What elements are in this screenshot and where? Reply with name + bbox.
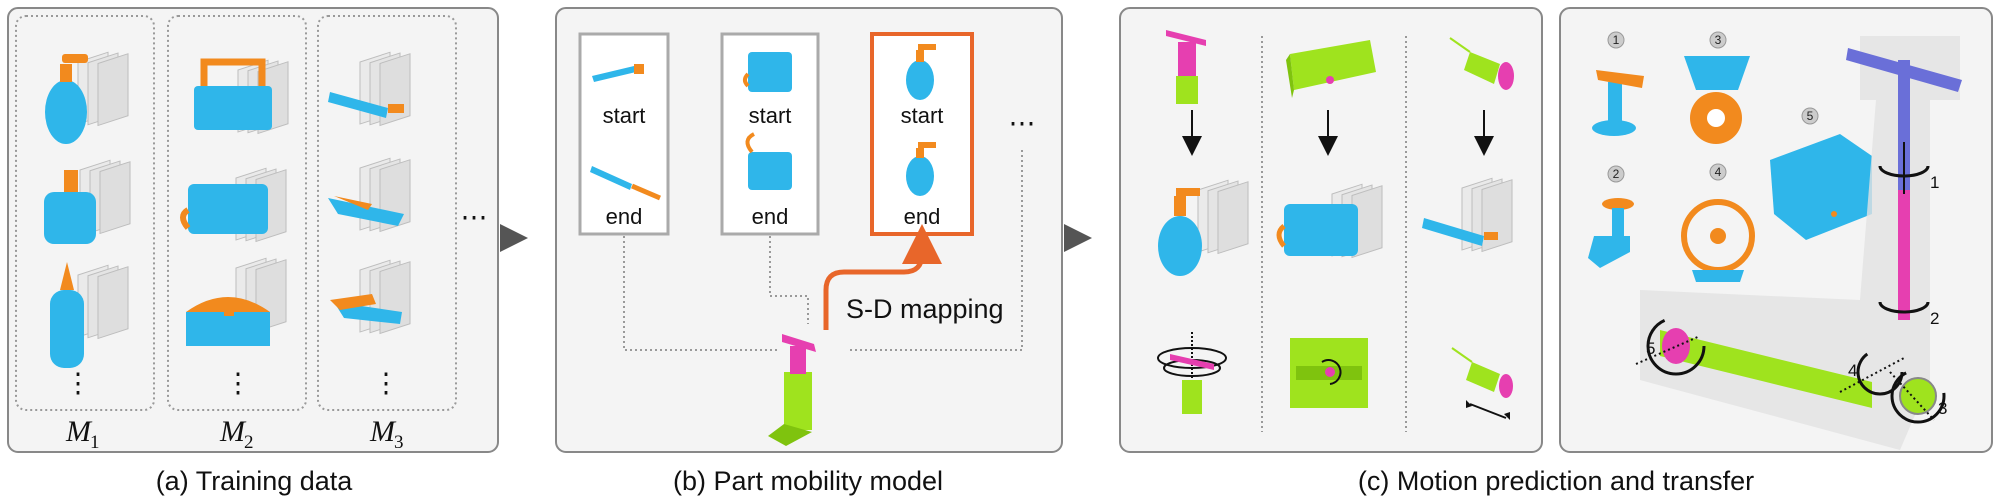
pair-end-label: end (904, 204, 941, 229)
chest-icon (186, 257, 287, 346)
basket-icon (180, 167, 287, 243)
scooter-label-5: 5 (1646, 339, 1655, 358)
vdots-m3: ⋮ (373, 368, 400, 398)
svg-text:M: M (219, 415, 247, 448)
drawer-icon (1286, 40, 1376, 98)
valve-faucet-icon (1588, 198, 1634, 268)
faucet-icon (768, 334, 816, 446)
panel-motion-transfer: 1 3 5 2 4 (1559, 7, 1993, 453)
connector-ellipsis (848, 150, 1023, 351)
knife-icon (328, 157, 411, 233)
badge-3: 3 (1709, 31, 1727, 49)
svg-text:M: M (65, 415, 93, 448)
model-group-m2 (167, 15, 307, 411)
svg-text:4: 4 (1715, 165, 1722, 179)
soap-end-icon (906, 142, 936, 196)
basket-icon (1276, 183, 1383, 259)
vdots-m1: ⋮ (65, 368, 92, 398)
pair-end-label: end (606, 204, 643, 229)
svg-text:1: 1 (1613, 33, 1620, 47)
basket-icon (194, 58, 289, 135)
syringe-translation-icon (1451, 347, 1513, 420)
soap-dispenser-icon (50, 262, 129, 368)
vdots-m2: ⋮ (225, 368, 252, 398)
mapping-arrow (823, 224, 942, 330)
mapping-label: S-D mapping (846, 294, 1004, 324)
rotation-arrow-icon (1839, 348, 1905, 396)
svg-text:M: M (369, 415, 397, 448)
syringe-start-icon (592, 64, 644, 82)
ellipsis: ⋯ (461, 202, 488, 232)
syringe-icon (1449, 37, 1514, 90)
svg-text:2: 2 (1613, 167, 1620, 181)
pair-end-label: end (752, 204, 789, 229)
model-label-m1: M 1 (65, 415, 100, 453)
triangle-arrow-icon (1064, 224, 1092, 252)
soap-dispenser-icon (45, 51, 129, 144)
pair-start-label: start (901, 103, 944, 128)
svg-text:2: 2 (244, 432, 254, 453)
scooter-label-4: 4 (1848, 361, 1857, 380)
pair-box-syringe (578, 32, 670, 236)
ellipsis: ⋯ (1009, 108, 1036, 138)
connector-basket (769, 236, 809, 324)
faucet-rotation-icon (1157, 332, 1227, 414)
soap-dispenser-icon (1158, 179, 1249, 276)
model-label-m3: M 3 (369, 415, 404, 453)
rotation-arrow-icon (1635, 316, 1706, 376)
model-label-m2: M 2 (219, 415, 254, 453)
syringe-icon (1422, 177, 1513, 253)
basket-end-icon (745, 132, 792, 190)
scooter-label-1: 1 (1930, 173, 1939, 192)
model-group-m3 (317, 15, 457, 411)
svg-text:5: 5 (1807, 109, 1814, 123)
scooter-label-3: 3 (1938, 399, 1947, 418)
soap-dispenser-icon (44, 159, 131, 244)
badge-2: 2 (1607, 165, 1625, 183)
svg-text:3: 3 (1715, 33, 1722, 47)
badge-4: 4 (1709, 163, 1727, 181)
knife-icon (330, 259, 411, 335)
panel-part-mobility-model: start end start end start (555, 7, 1063, 453)
model-group-m1 (15, 15, 155, 411)
panel-motion-prediction (1119, 7, 1543, 453)
drawer-rotation-icon (1290, 338, 1368, 408)
faucet-icon (1166, 30, 1206, 104)
scooter-label-2: 2 (1930, 309, 1939, 328)
badge-5: 5 (1801, 107, 1819, 125)
water-wheel-icon (1681, 199, 1755, 282)
syringe-end-icon (590, 166, 661, 201)
badge-1: 1 (1607, 31, 1625, 49)
grinder-icon (1684, 56, 1750, 144)
pair-start-label: start (603, 103, 646, 128)
pair-start-label: start (749, 103, 792, 128)
soap-start-icon (906, 44, 936, 100)
basket-start-icon (743, 52, 792, 92)
caption-motion-prediction-transfer: (c) Motion prediction and transfer (1358, 466, 1754, 496)
scooter-icon (1640, 36, 1962, 450)
triangle-arrow-icon (500, 224, 528, 252)
svg-text:3: 3 (394, 432, 404, 453)
box-icon (1770, 134, 1872, 240)
caption-training-data: (a) Training data (156, 466, 354, 496)
rotation-arrow-icon (1889, 368, 1946, 424)
lever-faucet-icon (1592, 70, 1644, 136)
svg-text:1: 1 (90, 432, 100, 453)
rotation-arrow-icon (1878, 142, 1930, 194)
panel-training-data: ⋮ ⋮ (7, 7, 499, 453)
syringe-icon (328, 51, 411, 127)
caption-part-mobility-model: (b) Part mobility model (673, 466, 943, 496)
rotation-arrow-icon (1878, 301, 1930, 314)
